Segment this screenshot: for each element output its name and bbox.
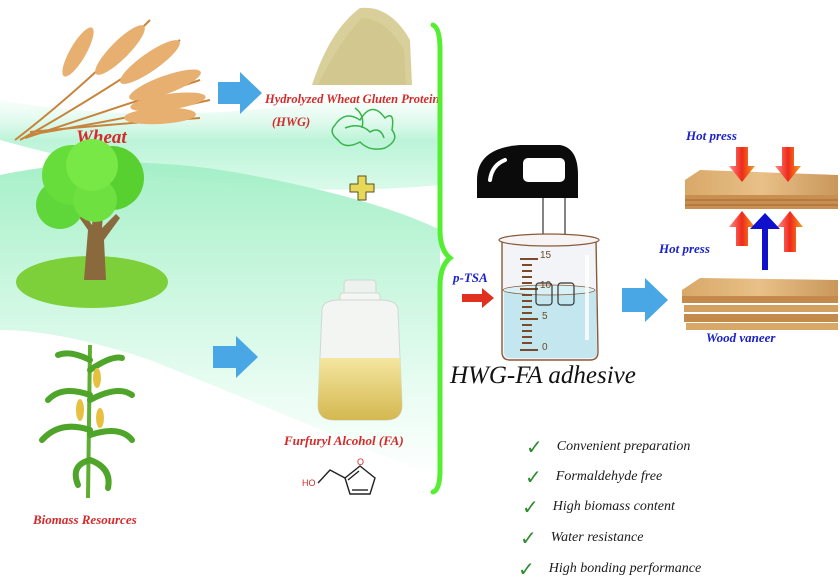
lift-arrow: [750, 213, 780, 270]
benefit-item: ✓ High bonding performance: [518, 559, 701, 579]
arrow-biomass-to-fa: [213, 336, 258, 378]
benefit-text: Convenient preparation: [556, 439, 691, 454]
beaker-scale-10: 10: [540, 280, 552, 291]
benefit-text: Water resistance: [550, 530, 644, 545]
press-down-arrow-right: [775, 147, 801, 182]
arrow-wheat-to-hwg: [218, 72, 262, 114]
benefit-item: ✓ Formaldehyde free: [525, 467, 662, 487]
benefit-text: High bonding performance: [548, 561, 702, 576]
check-icon: ✓: [525, 465, 542, 489]
beaker-scale-5: 5: [542, 311, 548, 322]
wood-vaneer-label: Wood vaneer: [706, 330, 776, 345]
benefit-text: High biomass content: [552, 499, 675, 514]
product-label: HWG-FA adhesive: [450, 362, 636, 389]
biomass-resources-label: Biomass Resources: [33, 512, 137, 527]
benefit-item: ✓ Water resistance: [520, 528, 643, 548]
check-icon: ✓: [518, 557, 535, 581]
beaker-scale-15: 15: [540, 250, 552, 261]
fa-hydroxyl-label: HO: [302, 478, 316, 488]
press-up-arrow-left: [729, 211, 755, 246]
hwg-label: Hydrolyzed Wheat Gluten Protein: [265, 92, 440, 106]
fa-label: Furfuryl Alcohol (FA): [284, 433, 404, 448]
catalyst-arrow: [462, 288, 494, 308]
hwg-abbrev-label: (HWG): [272, 115, 311, 129]
check-icon: ✓: [526, 435, 543, 459]
fa-ring-oxygen-label: O: [357, 457, 365, 467]
beaker-scale-0: 0: [542, 342, 548, 353]
benefit-item: ✓ Convenient preparation: [526, 437, 690, 457]
check-icon: ✓: [520, 526, 537, 550]
hot-press-middle-label: Hot press: [659, 241, 710, 256]
check-icon: ✓: [522, 495, 539, 519]
benefit-item: ✓ High biomass content: [522, 497, 675, 517]
arrow-adhesive-to-wood: [622, 278, 668, 322]
benefit-text: Formaldehyde free: [555, 469, 663, 484]
press-down-arrow-left: [729, 147, 755, 182]
hot-press-top-label: Hot press: [686, 128, 737, 143]
press-up-arrow-right: [777, 211, 803, 252]
catalyst-label: p-TSA: [453, 270, 488, 285]
